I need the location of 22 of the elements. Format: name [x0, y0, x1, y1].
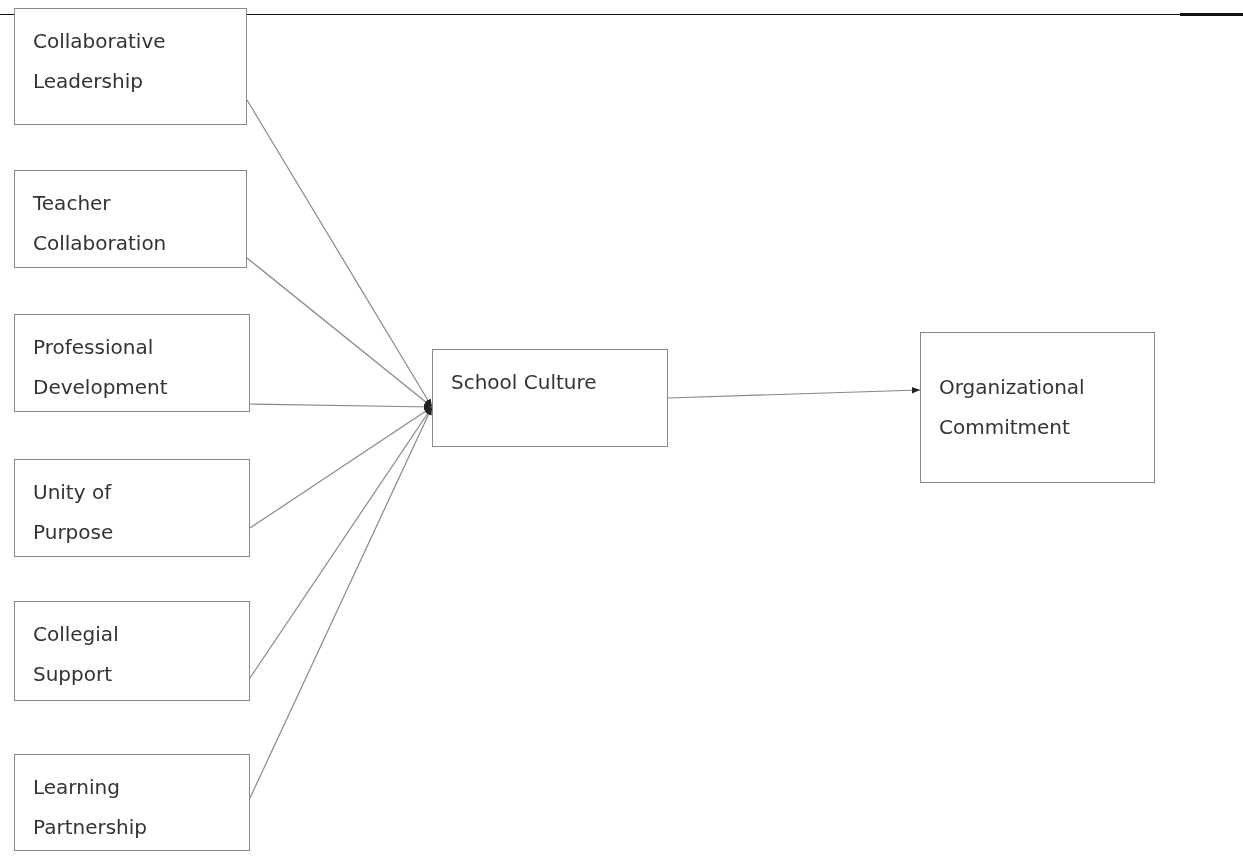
arrow: [667, 387, 921, 399]
box-label: Learning Partnership: [33, 774, 149, 841]
box-label: Collegial Support: [33, 621, 120, 688]
box-label: Professional Development: [33, 334, 169, 401]
arrow: [246, 257, 433, 408]
box-label: Organizational Commitment: [939, 374, 1086, 441]
concept-box: [920, 332, 1155, 483]
arrow: [246, 99, 433, 408]
box-label: School Culture: [451, 369, 597, 396]
arrow: [249, 403, 433, 411]
concept-box: [14, 8, 247, 125]
concept-box: [14, 170, 247, 268]
concept-box: [14, 754, 250, 851]
box-label: Collaborative Leadership: [33, 28, 167, 95]
concept-box: [14, 601, 250, 701]
box-label: Teacher Collaboration: [33, 190, 168, 257]
box-label: Unity of Purpose: [33, 479, 115, 546]
arrow: [249, 406, 433, 799]
concept-box: [14, 314, 250, 412]
concept-box: [14, 459, 250, 557]
arrow: [249, 406, 433, 529]
concept-box: [432, 349, 668, 447]
